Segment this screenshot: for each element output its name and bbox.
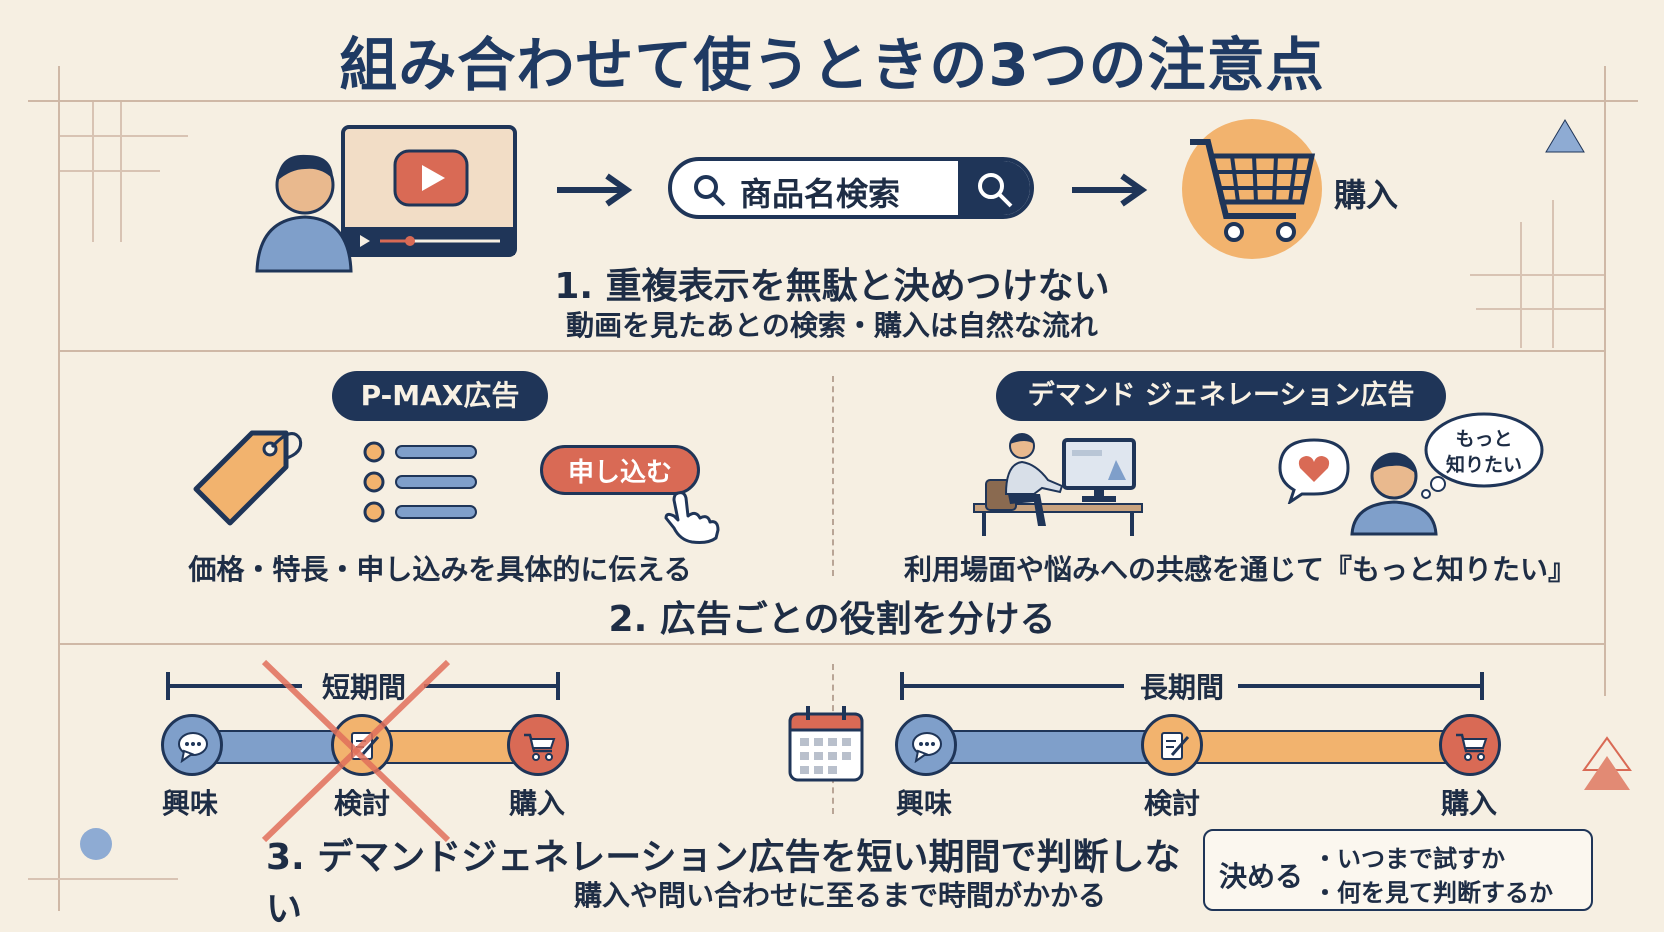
grid-deco — [1552, 200, 1554, 348]
grid-deco — [120, 102, 122, 242]
grid-deco — [1476, 308, 1604, 310]
short-purchase-label: 購入 — [509, 787, 566, 820]
short-period-bracket — [166, 672, 560, 700]
search-icon — [694, 175, 726, 207]
person-watching-video-icon — [255, 125, 517, 273]
hand-cursor-icon — [664, 491, 720, 544]
section-divider-1 — [60, 350, 1604, 352]
grid-deco — [92, 102, 94, 242]
chat-icon — [912, 732, 942, 763]
short-interest-label: 興味 — [162, 787, 219, 820]
pmax-pill: P-MAX広告 — [332, 371, 548, 421]
search-button[interactable] — [958, 161, 1030, 215]
section3-subheading: 購入や問い合わせに至るまで時間がかかる — [573, 879, 1106, 912]
short-consider-label: 検討 — [334, 787, 391, 820]
section3-heading: 3. デマンドジェネレーション広告を短い期間で判断しない — [266, 837, 1181, 930]
arrow-right-icon — [557, 173, 633, 207]
document-edit-icon — [1161, 732, 1190, 760]
bubble-line-1: もっと — [1455, 428, 1513, 450]
thought-bubble-icon — [1421, 412, 1544, 499]
circle-deco — [80, 828, 112, 860]
grid-deco — [1520, 222, 1522, 348]
triangle-deco-icon — [1582, 736, 1632, 790]
product-search-box[interactable]: 商品名検索 — [668, 157, 1034, 219]
apply-button[interactable]: 申し込む — [540, 445, 700, 495]
cross-mark-icon — [261, 659, 451, 843]
decide-item-1: ・いつまで試すか — [1313, 845, 1505, 873]
long-track-blue — [928, 730, 1174, 764]
arrow-right-icon — [1072, 173, 1148, 207]
triangle-deco-icon — [1545, 119, 1585, 153]
heart-speech-bubble-icon — [1278, 438, 1350, 504]
demand-gen-pill: デマンド ジェネレーション広告 — [996, 371, 1446, 421]
section2-heading: 2. 広告ごとの役割を分ける — [608, 599, 1056, 640]
decide-box: 決める ・いつまで試すか ・何を見て判断するか — [1203, 829, 1593, 911]
decide-label: 決める — [1219, 860, 1304, 893]
shopping-cart-icon — [524, 733, 556, 761]
right-frame-line — [1604, 66, 1606, 696]
section1-heading: 1. 重複表示を無駄と決めつけない — [554, 266, 1110, 307]
bubble-text: もっと 知りたい — [1440, 426, 1528, 478]
purchase-stage-node — [1439, 714, 1501, 776]
calendar-icon — [788, 706, 864, 782]
page-title: 組み合わせて使うときの3つの注意点 — [339, 31, 1325, 99]
consider-stage-node — [1141, 714, 1203, 776]
long-track-orange — [1172, 730, 1474, 764]
interest-stage-node — [895, 714, 957, 776]
demand-gen-caption: 利用場面や悩みへの共感を通じて『もっと知りたい』 — [903, 553, 1576, 586]
left-frame-line — [58, 66, 60, 911]
decide-item-2: ・何を見て判断するか — [1313, 879, 1553, 907]
purchase-label: 購入 — [1334, 176, 1399, 214]
section1-subheading: 動画を見たあとの検索・購入は自然な流れ — [566, 309, 1098, 342]
grid-deco — [60, 170, 160, 172]
chat-icon — [178, 732, 208, 763]
short-period-label: 短期間 — [321, 671, 406, 704]
shopping-cart-icon — [1456, 733, 1488, 761]
person-at-computer-icon — [973, 433, 1143, 536]
top-divider — [28, 100, 1638, 102]
pmax-caption: 価格・特長・申し込みを具体的に伝える — [188, 553, 692, 586]
interest-stage-node — [161, 714, 223, 776]
grid-deco — [60, 135, 188, 137]
search-text: 商品名検索 — [740, 175, 901, 213]
long-consider-label: 検討 — [1144, 787, 1201, 820]
person-icon — [1350, 452, 1438, 536]
purchase-stage-node — [507, 714, 569, 776]
grid-deco — [28, 878, 178, 880]
section2-center-divider — [832, 376, 834, 576]
shopping-cart-icon — [1182, 119, 1322, 259]
long-interest-label: 興味 — [896, 787, 953, 820]
section-divider-2 — [60, 643, 1604, 645]
feature-list-icon — [363, 441, 477, 523]
bubble-line-2: 知りたい — [1445, 454, 1522, 476]
long-period-label: 長期間 — [1139, 671, 1224, 704]
price-tag-icon — [193, 430, 303, 526]
grid-deco — [1470, 274, 1604, 276]
long-period-bracket — [900, 672, 1484, 700]
long-purchase-label: 購入 — [1441, 787, 1498, 820]
search-icon — [978, 173, 1013, 208]
